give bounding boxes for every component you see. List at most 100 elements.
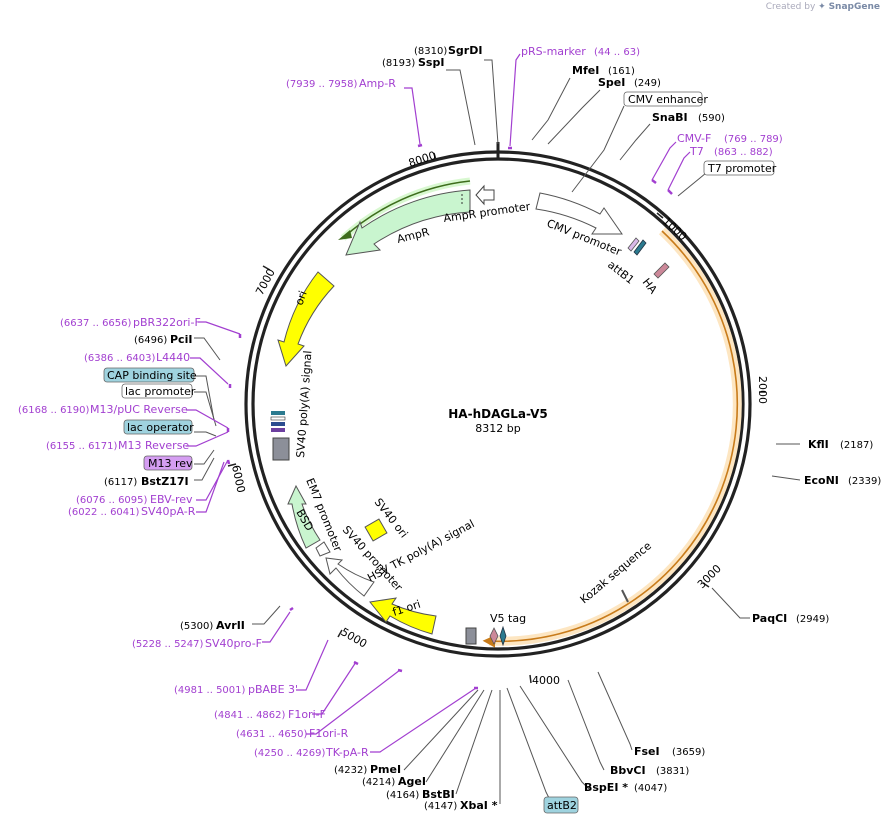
- lac-marker-4: [271, 428, 285, 432]
- em7-promoter-arrow[interactable]: [315, 541, 331, 557]
- features: [270, 184, 670, 647]
- enzyme-pos: (590): [698, 113, 725, 124]
- enzyme-name[interactable]: BspEI *: [584, 781, 628, 794]
- enzyme-labels: (8310) SgrDI (8193) SspI MfeI (161) SpeI…: [104, 44, 881, 812]
- primer-name[interactable]: M13 Reverse: [118, 439, 189, 452]
- orf-arc[interactable]: [482, 227, 742, 648]
- primer-name[interactable]: F1ori-R: [309, 727, 349, 740]
- attb2-arrow[interactable]: [499, 625, 507, 647]
- backbone: [244, 142, 752, 658]
- enzyme-name[interactable]: EcoNI: [804, 474, 839, 487]
- attb1-arrow[interactable]: [633, 239, 647, 256]
- primer-name[interactable]: Amp-R: [359, 77, 396, 90]
- enzyme-pos: (8310): [414, 46, 447, 57]
- sv40-promoter-arrow[interactable]: [325, 557, 375, 597]
- enzyme-name[interactable]: PciI: [170, 333, 192, 346]
- attb1-marker[interactable]: [627, 237, 640, 252]
- tick-5000: 5000: [339, 625, 370, 650]
- ha-tag-marker[interactable]: [653, 262, 670, 279]
- lac-marker-3: [271, 422, 285, 426]
- primer-name[interactable]: EBV-rev: [150, 493, 193, 506]
- primer-name[interactable]: F1ori-F: [288, 708, 326, 721]
- enzyme-pos: (2187): [840, 440, 873, 451]
- primer-pos: (4841 .. 4862): [214, 710, 286, 721]
- tick-3000: 3000: [695, 562, 724, 591]
- enzyme-name[interactable]: FseI: [634, 745, 660, 758]
- primer-name[interactable]: SV40pro-F: [205, 637, 262, 650]
- ampr-outer-arc[interactable]: [338, 177, 471, 241]
- primer-pos: (6637 .. 6656): [60, 318, 132, 329]
- primer-pos: (4631 .. 4650): [236, 729, 308, 740]
- enzyme-pos: (6117): [104, 477, 137, 488]
- enzyme-name[interactable]: XbaI *: [460, 799, 498, 812]
- sv40-ori-block[interactable]: [364, 518, 388, 542]
- lac-marker-1: [271, 411, 285, 415]
- enzyme-pos: (4147): [424, 801, 457, 812]
- sv40-polya-label: SV40 poly(A) signal: [294, 350, 314, 458]
- primer-name[interactable]: pRS-marker: [521, 45, 586, 58]
- primer-name[interactable]: TK-pA-R: [325, 746, 369, 759]
- primer-name[interactable]: T7: [689, 145, 704, 158]
- ampr-promoter-arrow[interactable]: [475, 184, 495, 206]
- enzyme-name[interactable]: SpeI: [598, 76, 625, 89]
- primer-name[interactable]: L4440: [156, 351, 190, 364]
- primer-pos: (44 .. 63): [594, 47, 640, 58]
- enzyme-pos: (4232): [334, 765, 367, 776]
- enzyme-name[interactable]: AvrII: [216, 619, 245, 632]
- snapgene-credit: Created by ✦ SnapGene: [766, 2, 880, 12]
- sv40-polya-block[interactable]: [272, 437, 290, 461]
- enzyme-name[interactable]: SgrDI: [448, 44, 482, 57]
- enzyme-pos: (249): [634, 78, 661, 89]
- cmv-promoter-arrow[interactable]: [535, 192, 623, 235]
- primer-name[interactable]: M13/pUC Reverse: [90, 403, 188, 416]
- ampr-arrow[interactable]: [345, 189, 471, 256]
- enzyme-name[interactable]: PaqCI: [752, 612, 787, 625]
- primer-name[interactable]: pBABE 3': [248, 683, 298, 696]
- f1-ori-arrow[interactable]: [369, 597, 437, 635]
- primer-name[interactable]: CMV-F: [677, 132, 711, 145]
- primer-pos: (863 .. 882): [714, 147, 773, 158]
- primer-name[interactable]: pBR322ori-F: [133, 316, 201, 329]
- lac-marker-2: [270, 416, 286, 421]
- v5-tag-marker[interactable]: [489, 627, 499, 645]
- primer-pos: (6386 .. 6403): [84, 353, 156, 364]
- enzyme-name[interactable]: SnaBI: [652, 111, 688, 124]
- primer-name[interactable]: SV40pA-R: [141, 505, 196, 518]
- plasmid-name: HA-hDAGLa-V5: [448, 407, 547, 421]
- credit-brand: SnapGene: [828, 2, 880, 12]
- primer-pos: (7939 .. 7958): [286, 79, 358, 90]
- ori-arrow[interactable]: [277, 271, 335, 367]
- boxed-labels: CMV enhancer T7 promoter CAP binding sit…: [103, 91, 777, 814]
- primer-pos: (4250 .. 4269): [254, 748, 326, 759]
- enzyme-name[interactable]: AgeI: [398, 775, 426, 788]
- hsv-polya-block[interactable]: [465, 627, 477, 645]
- bsd-arrow[interactable]: [287, 484, 321, 549]
- enzyme-name[interactable]: BstZ17I: [141, 475, 189, 488]
- enzyme-name[interactable]: SspI: [418, 56, 444, 69]
- enzyme-pos: (5300): [180, 621, 213, 632]
- enzyme-pos: (161): [608, 66, 635, 77]
- lac-operator-label[interactable]: lac operator: [127, 421, 194, 434]
- cap-binding-label[interactable]: CAP binding site: [107, 369, 197, 382]
- enzyme-name[interactable]: MfeI: [572, 64, 599, 77]
- kozak-mark[interactable]: [621, 589, 629, 603]
- enzyme-name[interactable]: BbvCI: [610, 764, 646, 777]
- primer-pos: (6076 .. 6095): [76, 495, 148, 506]
- tick-2000: 2000: [756, 376, 769, 404]
- v5-tag-label: V5 tag: [490, 612, 526, 625]
- t7-promoter-label[interactable]: T7 promoter: [707, 162, 777, 175]
- m13-rev-label[interactable]: M13 rev: [148, 457, 193, 470]
- enzyme-name[interactable]: KflI: [808, 438, 829, 451]
- primer-pos: (5228 .. 5247): [132, 639, 204, 650]
- enzyme-pos: (4047): [634, 783, 667, 794]
- lac-promoter-label[interactable]: lac promoter: [125, 385, 196, 398]
- enzyme-name[interactable]: BstBI: [422, 788, 455, 801]
- cmv-enhancer-label[interactable]: CMV enhancer: [628, 93, 708, 106]
- plasmid-length: 8312 bp: [475, 422, 520, 435]
- enzyme-pos: (3659): [672, 747, 705, 758]
- enzyme-name[interactable]: PmeI: [370, 763, 401, 776]
- enzyme-pos: (3831): [656, 766, 689, 777]
- attb2-label[interactable]: attB2: [547, 799, 577, 812]
- primer-pos: (769 .. 789): [724, 134, 783, 145]
